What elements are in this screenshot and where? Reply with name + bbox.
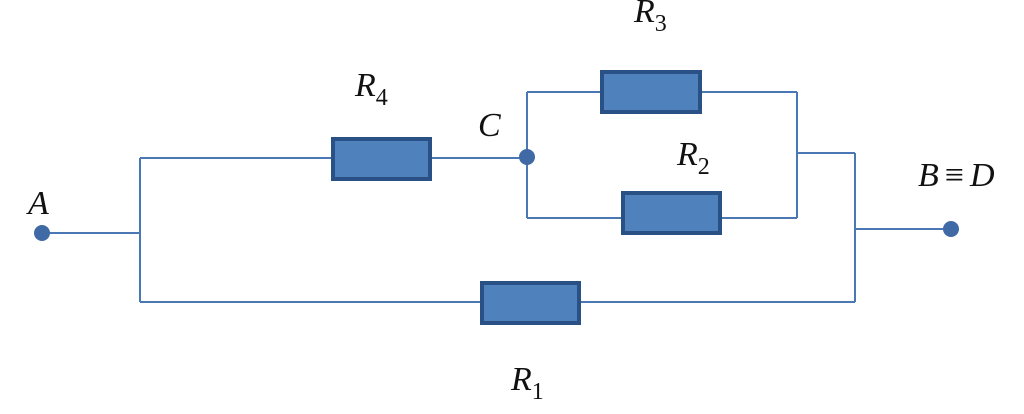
r2-subscript: 2 — [698, 154, 710, 180]
r4-letter: R — [354, 67, 376, 104]
equiv-symbol: ≡ — [945, 157, 964, 194]
r3-subscript: 3 — [655, 11, 667, 37]
node-bd-label: B≡D — [918, 157, 995, 194]
node-d-letter: D — [969, 157, 995, 194]
r1-letter: R — [510, 361, 532, 398]
wires — [42, 91, 951, 303]
r3-label: R3 — [633, 0, 667, 37]
r1-subscript: 1 — [532, 379, 544, 405]
node-c-dot — [519, 149, 535, 165]
r4-label: R4 — [354, 67, 388, 111]
node-c-label: C — [478, 107, 501, 144]
r1-label: R1 — [510, 361, 544, 405]
node-b-dot — [943, 221, 959, 237]
r2-letter: R — [676, 136, 698, 173]
resistor-r1 — [480, 281, 581, 325]
resistor-r4 — [331, 137, 432, 181]
resistor-r2 — [621, 191, 722, 235]
r2-label: R2 — [676, 136, 710, 180]
node-a-label: A — [26, 185, 49, 222]
node-a-dot — [34, 225, 50, 241]
r3-letter: R — [633, 0, 655, 30]
node-b-letter: B — [918, 157, 939, 194]
resistor-r3 — [600, 70, 702, 114]
r4-subscript: 4 — [376, 85, 388, 111]
